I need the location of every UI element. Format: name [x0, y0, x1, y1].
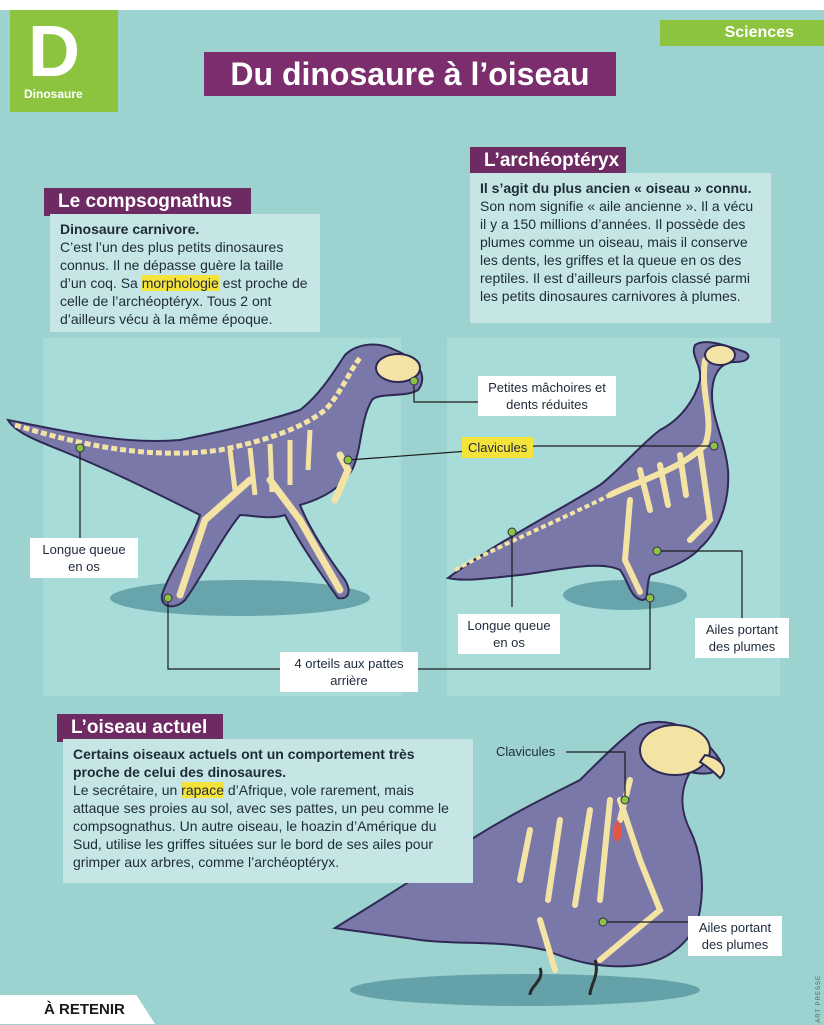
label-ailes-bird: Ailes portant des plumes: [688, 916, 782, 956]
archeopteryx-text: Il s’agit du plus ancien « oiseau » conn…: [470, 173, 771, 323]
tab-letter: D: [28, 12, 80, 92]
top-strip: [0, 0, 824, 10]
connector-dots: [75, 376, 719, 927]
compsognathus-body: [6, 343, 424, 608]
archeopteryx-skull: [704, 344, 736, 366]
compsognathus-body-text: C’est l’un des plus petits dinosaures co…: [60, 239, 284, 291]
oiseau-body-text: Le secrétaire, un: [73, 782, 182, 798]
bird-skull: [639, 724, 711, 776]
label-orteils: 4 orteils aux pattes arrière: [280, 652, 418, 692]
archeopteryx-header: L’archéoptéryx: [470, 147, 626, 175]
letter-tab: D Dinosaure: [10, 10, 118, 112]
page-title: Du dinosaure à l’oiseau: [204, 52, 616, 96]
label-queue-left: Longue queue en os: [30, 538, 138, 578]
compsognathus-spine: [14, 356, 362, 456]
morphologie-highlight: morphologie: [141, 275, 219, 291]
label-clavicules: Clavicules: [462, 437, 534, 458]
archeopteryx-shadow: [563, 580, 687, 610]
bird-organ: [613, 820, 622, 842]
archeopteryx-lead: Il s’agit du plus ancien « oiseau » conn…: [480, 180, 752, 196]
section-badge: Sciences: [660, 20, 824, 46]
oiseau-header: L’oiseau actuel: [57, 714, 223, 742]
oiseau-body-text-end: d’Afrique, vole rarement, mais attaque s…: [73, 782, 449, 870]
label-machoires: Petites mâchoires et dents réduites: [478, 376, 616, 416]
archeopteryx-body-text: Son nom signifie « aile ancienne ». Il a…: [480, 198, 754, 304]
label-queue-right: Longue queue en os: [458, 614, 560, 654]
credit: ART PRESSE: [816, 975, 822, 1023]
tab-label: Dinosaure: [24, 87, 83, 101]
oiseau-text: Certains oiseaux actuels ont un comporte…: [63, 739, 473, 883]
archeopteryx-tail: [454, 493, 611, 572]
connector-lines: [79, 381, 743, 923]
bird-beak: [698, 753, 725, 780]
compsognathus-body-text-end: est proche de celle de l’archéoptéryx. T…: [60, 275, 308, 327]
rapace-highlight: rapace: [181, 782, 224, 798]
compsognathus-lead: Dinosaure carnivore.: [60, 221, 200, 237]
label-clavicules-bird: Clavicules: [496, 744, 556, 759]
footer-retenir: À RETENIR: [0, 995, 155, 1024]
archeopteryx-skeleton: [607, 357, 714, 595]
bird-shadow: [350, 974, 700, 1006]
compsognathus-ribs: [227, 429, 313, 496]
bird-feet: [528, 959, 598, 996]
compsognathus-text: Dinosaure carnivore. C’est l’un des plus…: [50, 214, 320, 332]
bird-skeleton: [517, 777, 664, 973]
compsognathus-legs: [176, 451, 352, 599]
compsognathus-header: Le compsognathus: [44, 188, 251, 216]
label-ailes-right: Ailes portant des plumes: [695, 618, 789, 658]
compsognathus-skull: [375, 353, 421, 383]
oiseau-lead: Certains oiseaux actuels ont un comporte…: [73, 746, 415, 780]
